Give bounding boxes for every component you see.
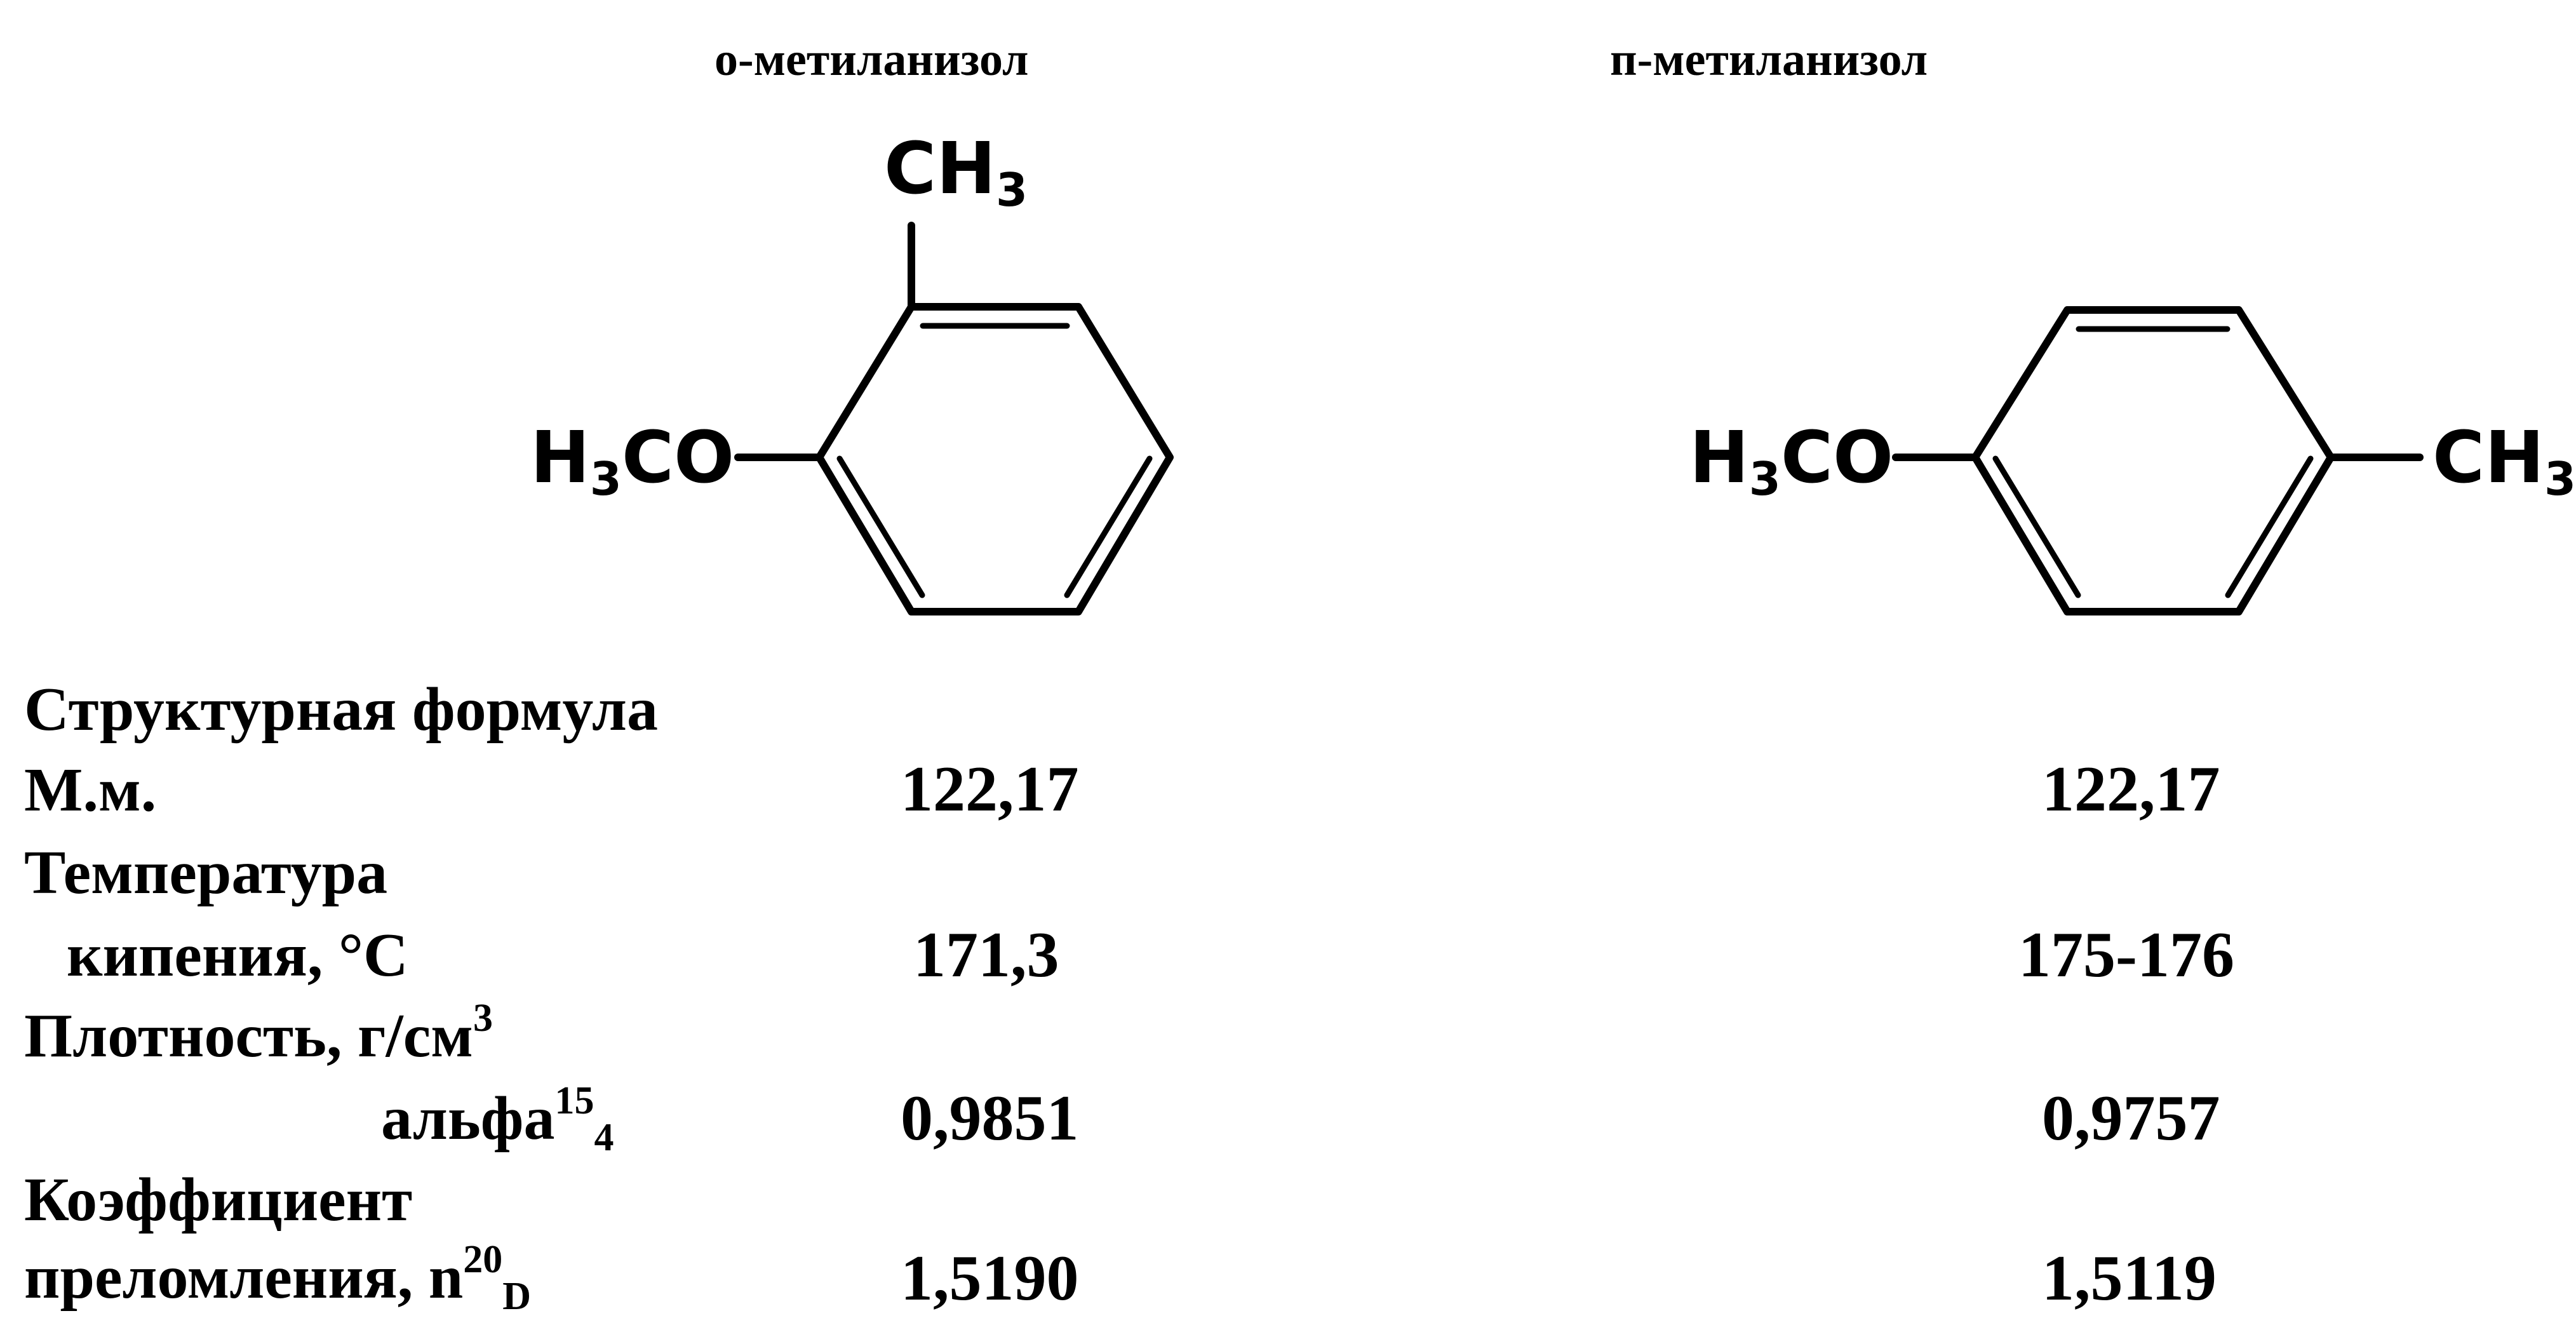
para-ch3-label: CH3 <box>2432 417 2576 506</box>
label-refraction-1: Коэффициент <box>24 1166 413 1234</box>
ortho-double-bond-right <box>1064 455 1153 598</box>
label-temperature-1: Температура <box>24 838 388 907</box>
ortho-benzene-ring <box>815 303 1174 615</box>
ortho-boiling-point: 171,3 <box>913 919 1059 991</box>
label-structure: Структурная формула <box>24 675 658 744</box>
ortho-och3-label: H3CO <box>530 417 735 506</box>
para-density: 0,9757 <box>2042 1082 2220 1154</box>
para-benzene-ring <box>1971 306 2335 615</box>
ortho-density: 0,9851 <box>901 1082 1079 1154</box>
compound-name-para: п-метиланизол <box>1610 34 1928 86</box>
label-density-1: Плотность, г/см3 <box>24 997 493 1070</box>
ortho-molar-mass: 122,17 <box>901 753 1079 825</box>
label-temperature-2: кипения, °С <box>67 921 408 990</box>
ortho-refraction: 1,5190 <box>901 1242 1079 1314</box>
para-boiling-point: 175-176 <box>2018 919 2234 991</box>
ortho-ch3-label: CH3 <box>884 128 1028 217</box>
ortho-double-bond-left <box>836 455 925 598</box>
label-density-2: альфа154 <box>381 1079 614 1159</box>
para-refraction: 1,5119 <box>2042 1242 2217 1314</box>
label-refraction-2: преломления, n20D <box>24 1238 532 1318</box>
compound-name-ortho: о-метиланизол <box>714 34 1029 86</box>
label-molar-mass: М.м. <box>24 756 157 824</box>
para-double-bond-left <box>1992 455 2081 598</box>
para-double-bond-right <box>2225 455 2314 598</box>
para-molar-mass: 122,17 <box>2042 753 2220 825</box>
para-och3-label: H3CO <box>1689 417 1894 506</box>
